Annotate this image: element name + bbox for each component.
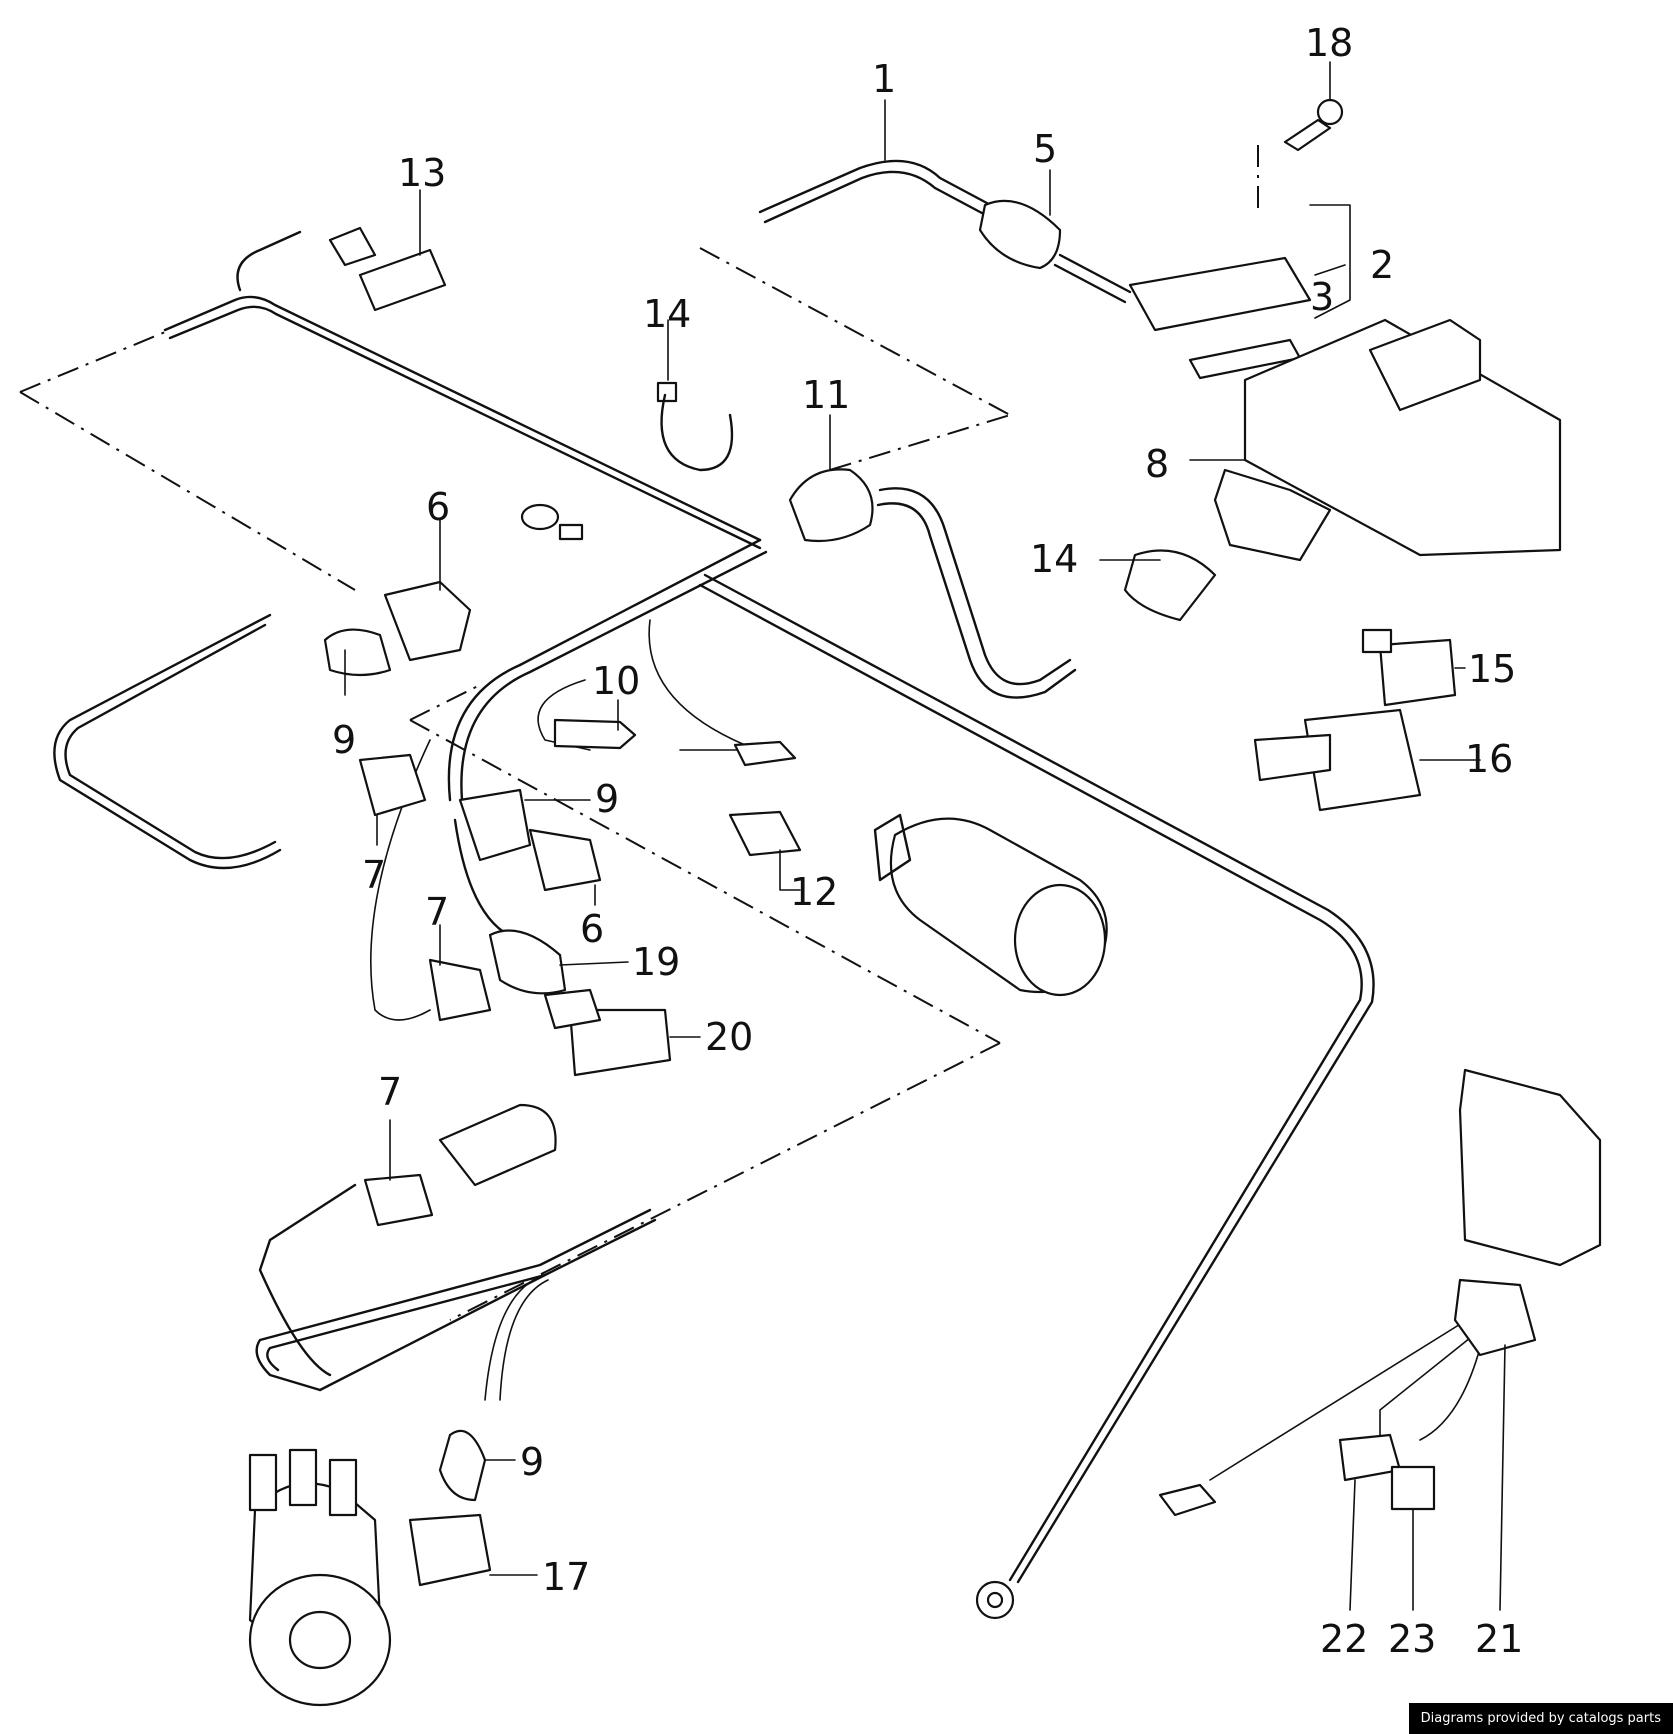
callout-9-mid: 9 xyxy=(595,777,619,821)
leader-lines xyxy=(344,61,1506,1611)
callout-8: 8 xyxy=(1145,442,1169,486)
callout-7-left: 7 xyxy=(362,853,386,897)
callout-16: 16 xyxy=(1465,737,1513,781)
callout-15: 15 xyxy=(1468,647,1516,691)
callout-1: 1 xyxy=(872,57,896,101)
callout-9-low: 9 xyxy=(520,1440,544,1484)
callout-23: 23 xyxy=(1388,1617,1436,1661)
boundary-lines xyxy=(19,145,1259,1321)
callout-7-mid: 7 xyxy=(425,890,449,934)
parts xyxy=(248,98,1602,1707)
callout-12: 12 xyxy=(790,870,838,914)
callout-6-mid: 6 xyxy=(580,907,604,951)
callout-18: 18 xyxy=(1305,21,1353,65)
callout-7-low: 7 xyxy=(378,1070,402,1114)
callout-10: 10 xyxy=(592,659,640,703)
callout-14-top: 14 xyxy=(643,292,691,336)
callout-3: 3 xyxy=(1310,275,1334,319)
callout-14-right: 14 xyxy=(1030,537,1078,581)
callout-9-left: 9 xyxy=(332,718,356,762)
callout-6-left: 6 xyxy=(426,485,450,529)
callout-13: 13 xyxy=(398,151,446,195)
callout-21: 21 xyxy=(1475,1617,1523,1661)
callouts: 1 2 3 5 18 13 14 11 8 14 6 9 10 15 16 7 … xyxy=(332,21,1523,1661)
callout-17: 17 xyxy=(542,1555,590,1599)
callout-5: 5 xyxy=(1033,127,1057,171)
callout-11: 11 xyxy=(802,373,850,417)
harness-wires xyxy=(53,159,1481,1584)
callout-2: 2 xyxy=(1370,243,1394,287)
callout-19: 19 xyxy=(632,940,680,984)
callout-22: 22 xyxy=(1320,1617,1368,1661)
credit-label: Diagrams provided by catalogs parts xyxy=(1408,1703,1673,1734)
callout-20: 20 xyxy=(705,1015,753,1059)
